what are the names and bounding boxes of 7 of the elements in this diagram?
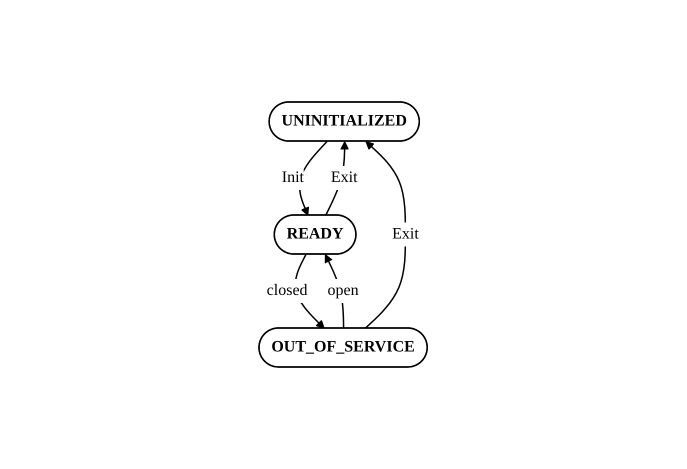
edge-label: closed <box>267 282 308 299</box>
edge-label: Init <box>282 169 304 186</box>
arrow <box>299 141 328 216</box>
edge-label: open <box>328 282 360 299</box>
arrow <box>365 141 407 330</box>
edge-label: Exit <box>392 226 420 242</box>
edge-label: Exit <box>331 169 358 186</box>
